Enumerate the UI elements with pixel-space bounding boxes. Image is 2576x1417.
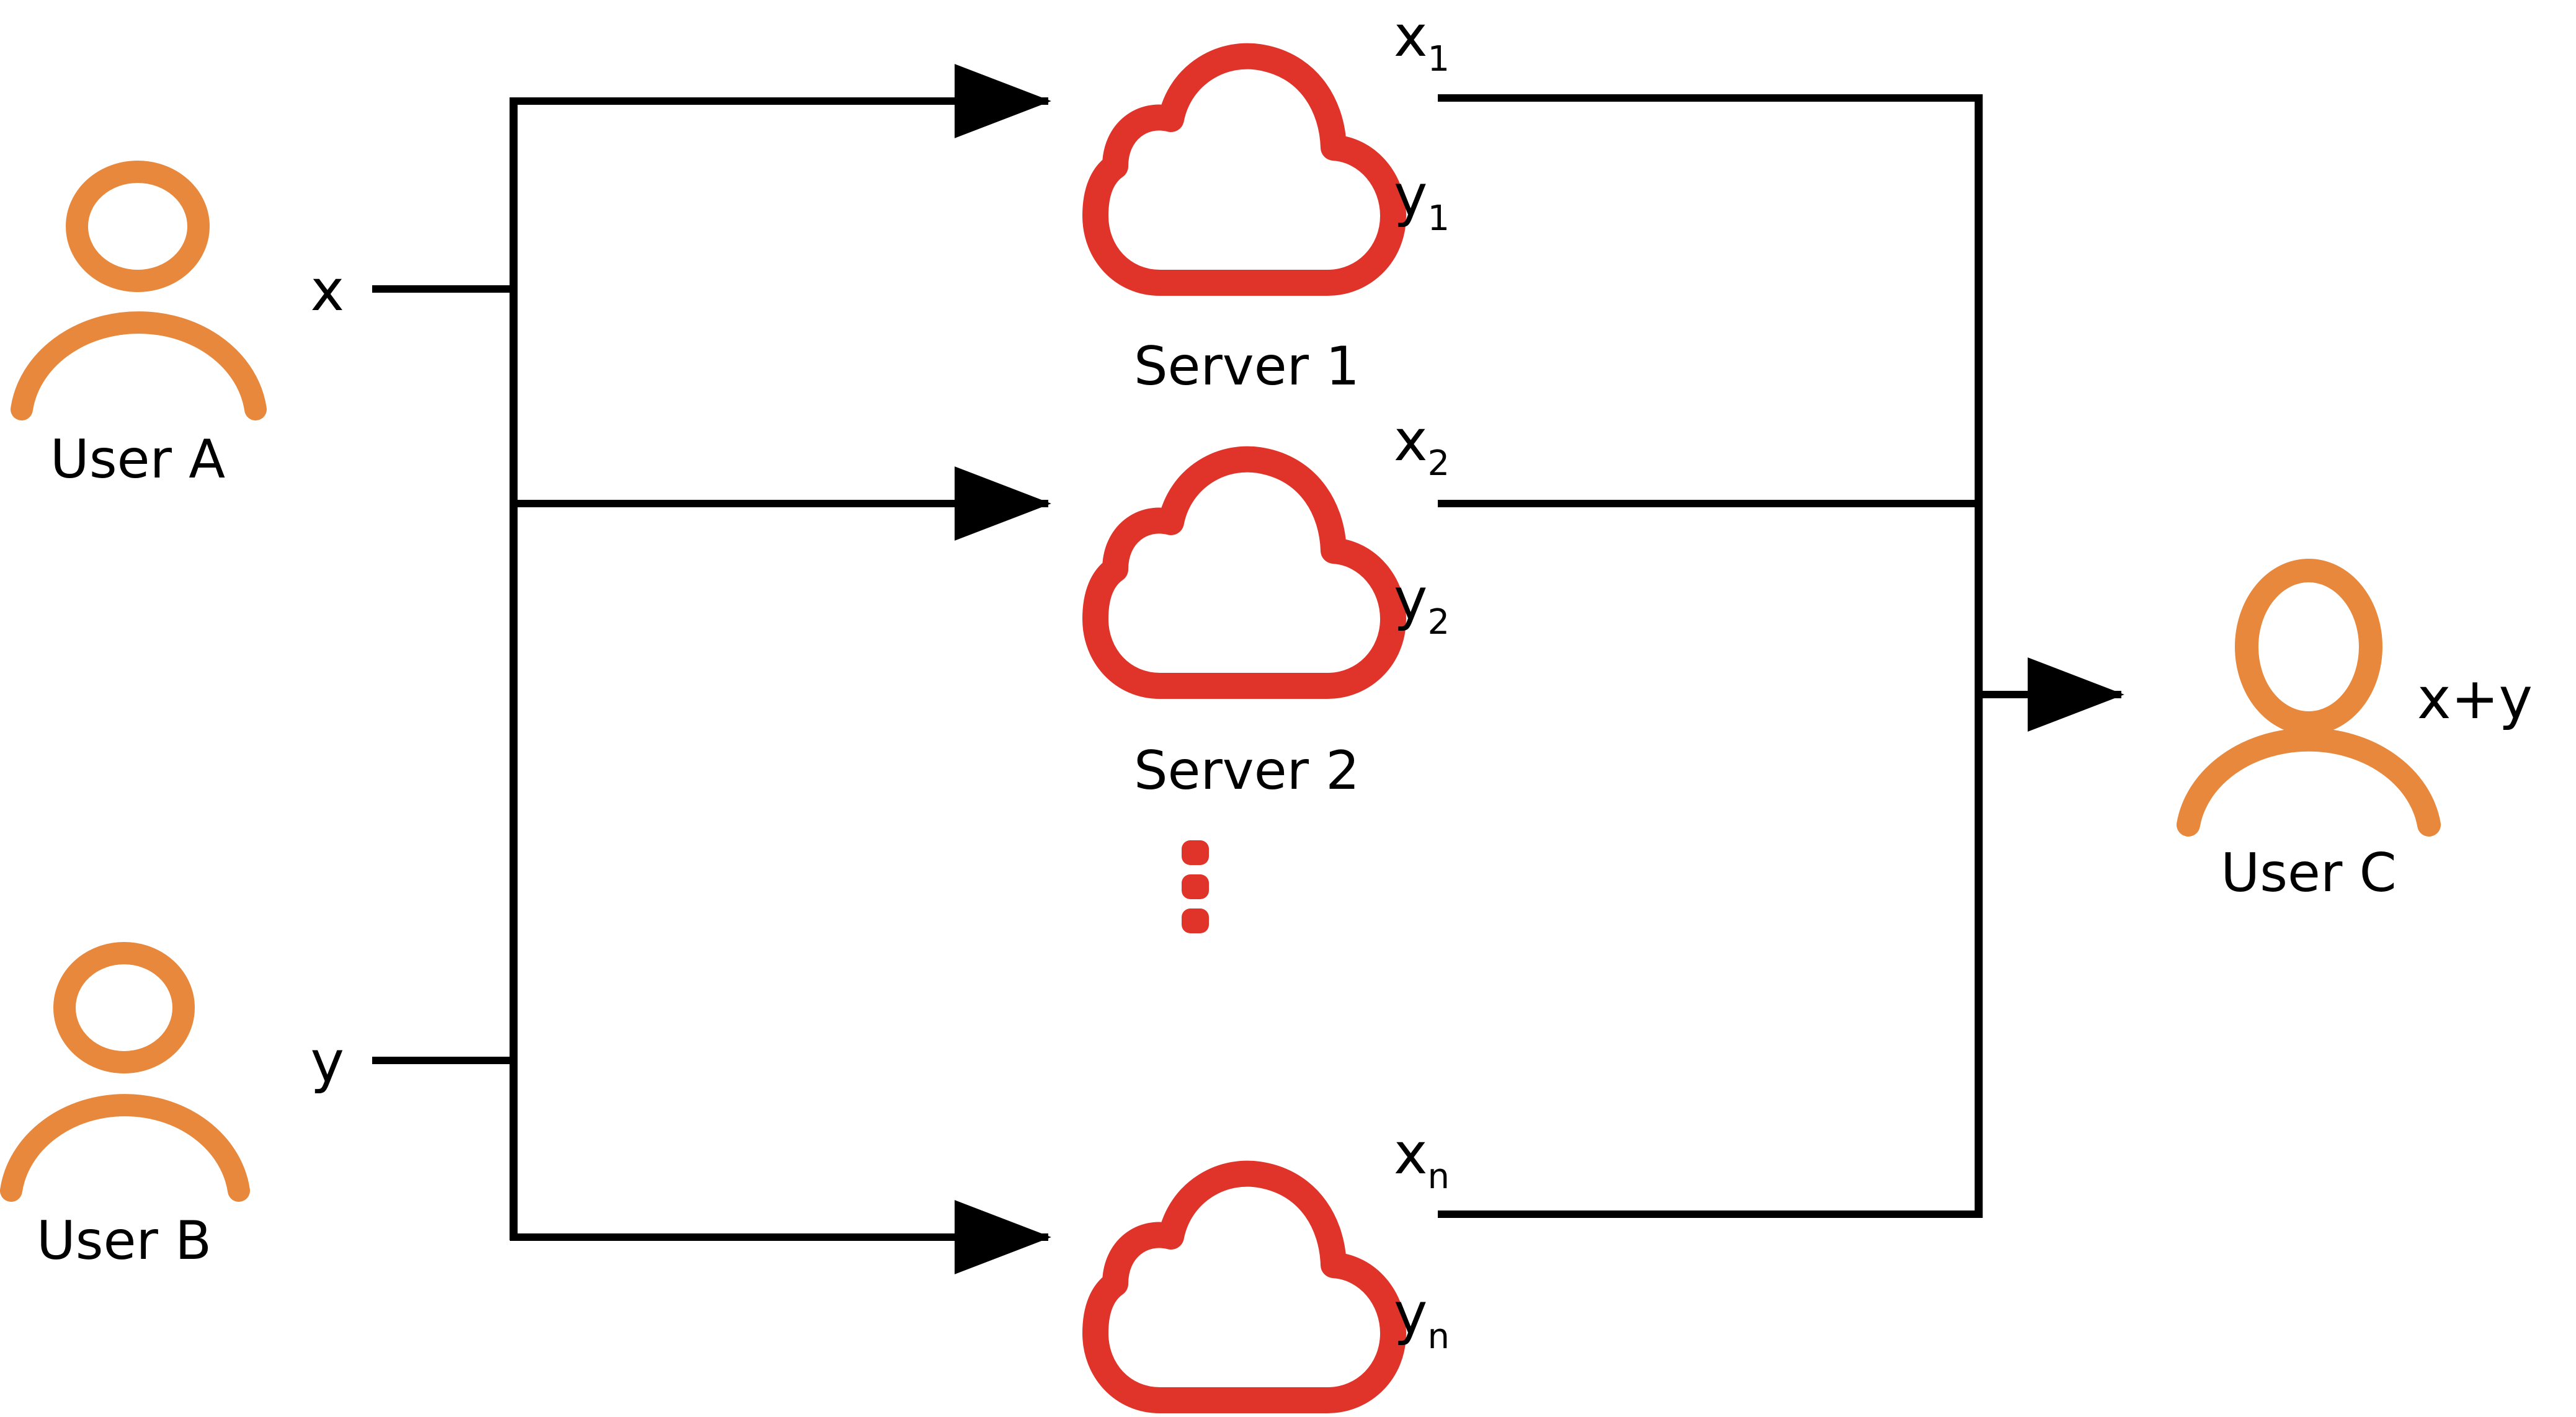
cloud-icon: [1082, 1160, 1406, 1413]
user-b-input-label: y: [311, 1029, 344, 1095]
server-1-share-x: x1: [1394, 3, 1450, 79]
server-2-label: Server 2: [1134, 740, 1360, 802]
vertical-ellipsis-icon: [1182, 840, 1209, 933]
server-n-node[interactable]: Server n xn yn: [1082, 1121, 1450, 1417]
input-bus: [372, 64, 1051, 1274]
user-a-input-label: x: [311, 257, 344, 324]
server-1-share-y: y1: [1394, 162, 1450, 239]
person-icon: [11, 161, 267, 420]
server-n-share-x: xn: [1394, 1121, 1450, 1197]
server-2-share-x: x2: [1394, 407, 1450, 484]
server-n-share-y: yn: [1394, 1281, 1450, 1357]
cloud-icon: [1082, 446, 1406, 699]
user-c-label: User C: [2221, 842, 2396, 904]
output-bus: [1438, 94, 2124, 1218]
server-1-node[interactable]: Server 1 x1 y1: [1082, 3, 1450, 398]
person-icon: [2177, 559, 2441, 837]
user-a-node[interactable]: User A: [11, 161, 267, 491]
server-2-share-y: y2: [1394, 566, 1450, 642]
server-1-label: Server 1: [1134, 335, 1360, 398]
cloud-icon: [1082, 43, 1406, 296]
server-2-node[interactable]: Server 2 x2 y2: [1082, 407, 1450, 802]
user-c-output-label: x+y: [2417, 665, 2533, 732]
user-b-node[interactable]: User B: [0, 942, 250, 1272]
person-icon: [0, 942, 250, 1202]
user-c-node[interactable]: User C: [2177, 559, 2441, 904]
user-a-label: User A: [50, 429, 225, 491]
user-b-label: User B: [37, 1210, 212, 1272]
